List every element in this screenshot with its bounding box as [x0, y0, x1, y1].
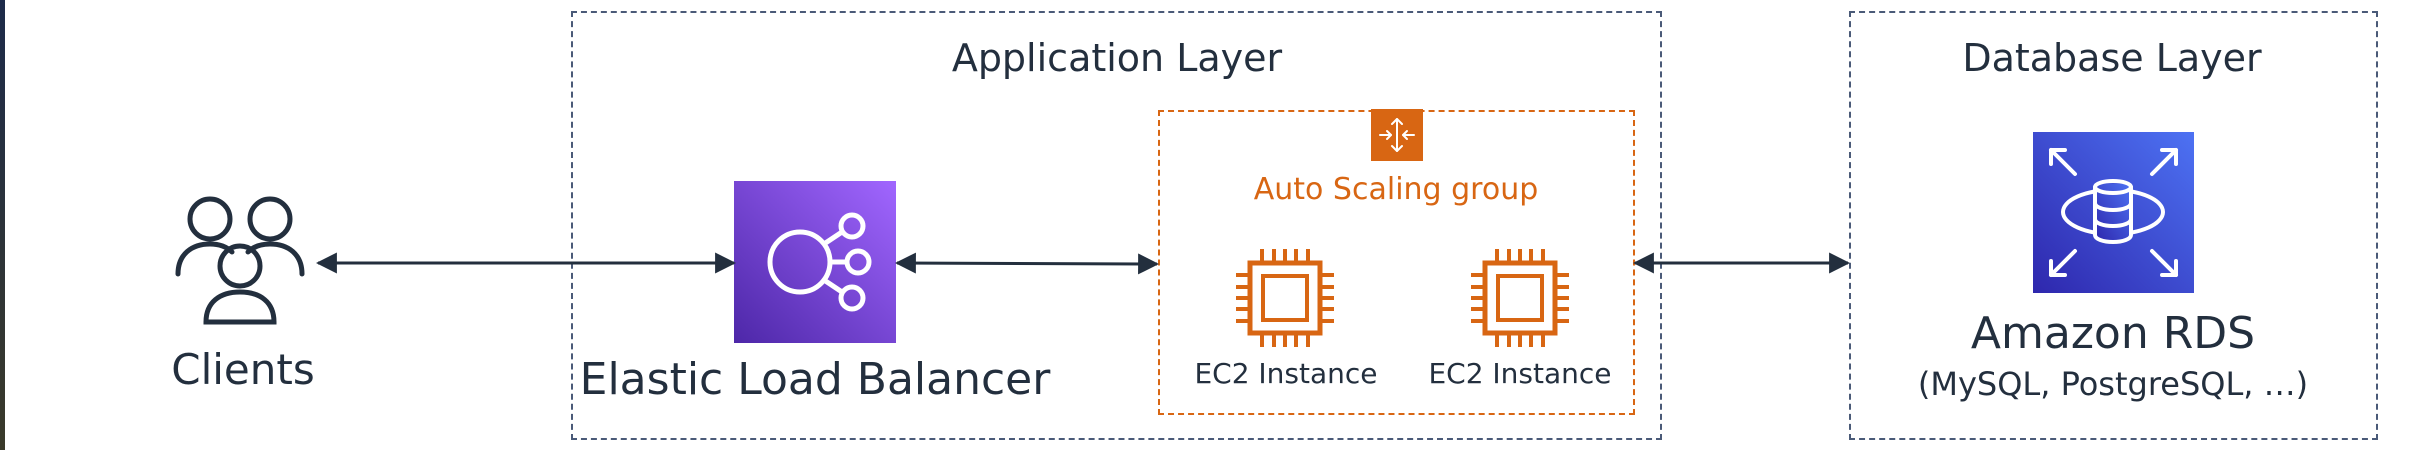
left-edge-strip [0, 0, 5, 450]
amazon-rds-icon [2033, 132, 2194, 293]
ec2-instance-icon [1232, 245, 1338, 351]
application-layer-title: Application Layer [951, 36, 1283, 80]
amazon-rds-sublabel: (MySQL, PostgreSQL, …) [1917, 365, 2309, 403]
amazon-rds-label: Amazon RDS [1970, 308, 2256, 359]
database-layer-title: Database Layer [1962, 36, 2262, 80]
ec2-instance-icon [1467, 245, 1573, 351]
auto-scaling-group-label: Auto Scaling group [1253, 172, 1539, 207]
arrow-elb-to-asg [894, 252, 1160, 275]
clients-label: Clients [171, 345, 315, 394]
elastic-load-balancer-icon [734, 181, 896, 343]
ec2-instance-label: EC2 Instance [1428, 357, 1612, 390]
elastic-load-balancer-label: Elastic Load Balancer [579, 354, 1051, 405]
auto-scaling-icon [1371, 109, 1423, 161]
users-icon [172, 192, 308, 328]
application-layer-group [571, 11, 1662, 440]
ec2-instance-label: EC2 Instance [1194, 357, 1378, 390]
database-layer-group [1849, 11, 2378, 440]
